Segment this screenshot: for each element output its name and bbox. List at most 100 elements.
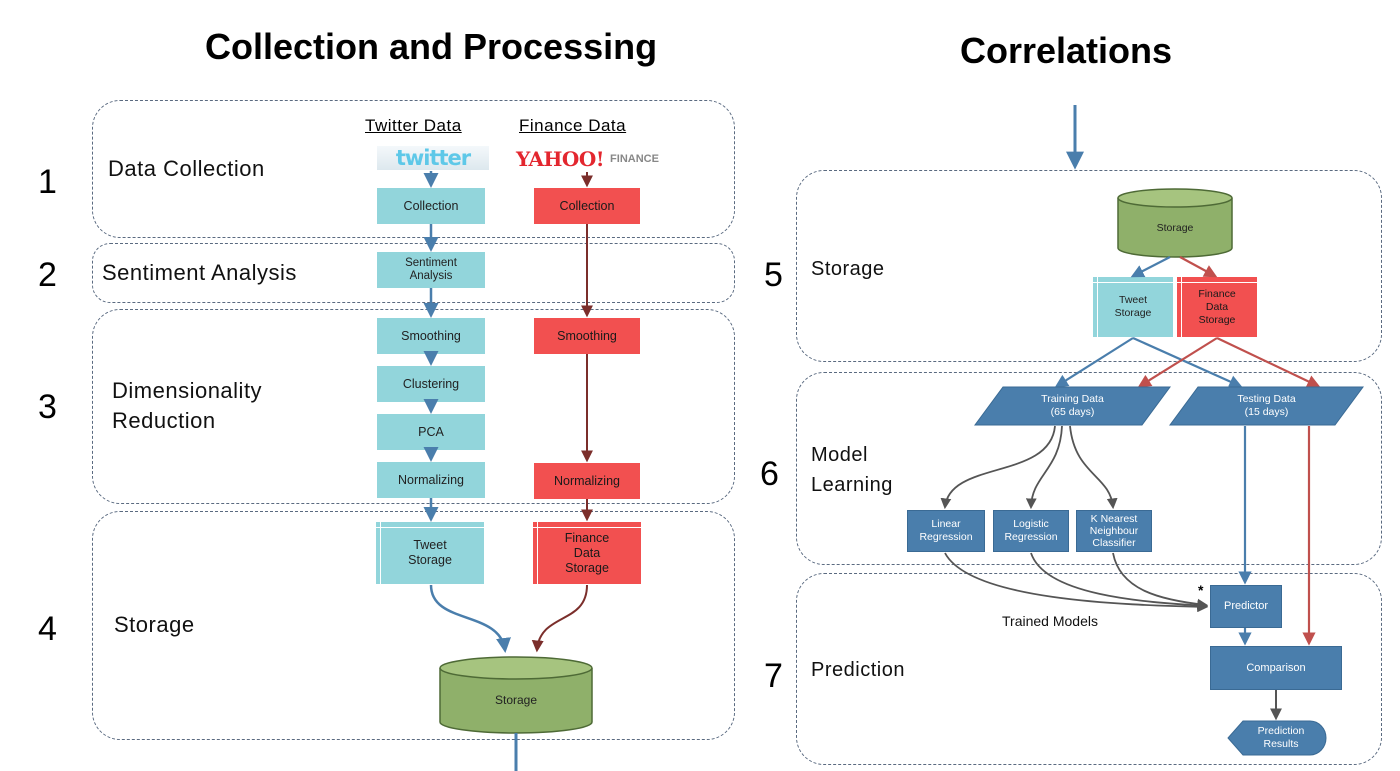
stage-number-4: 4 [38, 610, 57, 648]
left-storage-cylinder [439, 656, 593, 734]
box-line: Finance [564, 530, 610, 545]
arrow-training-to-linear [940, 425, 1056, 510]
twitter-logo-text: twitter [395, 146, 471, 170]
finance-normalizing-box: Normalizing [534, 463, 640, 499]
box-line: Logistic [1013, 518, 1049, 530]
right-db-label: Storage [1156, 221, 1194, 234]
right-storage-cylinder [1117, 188, 1233, 258]
stage-label-storage-right: Storage [811, 258, 885, 280]
box-line: (15 days) [1244, 406, 1289, 418]
storage-icon-line [533, 527, 641, 528]
training-data-label: Training Data (65 days) [990, 388, 1155, 424]
prediction-results-shape [1227, 720, 1327, 756]
box-line: Sentiment [405, 257, 457, 269]
left-db-label: Storage [494, 692, 538, 707]
predictor-box: Predictor [1210, 585, 1282, 628]
storage-icon-line [1093, 282, 1173, 283]
arrow-db-to-finance-storage [1179, 256, 1218, 278]
box-line: Storage [408, 553, 452, 567]
finance-logo-text: FINANCE [610, 153, 659, 165]
panel-dimensionality-reduction [92, 309, 735, 504]
sentiment-analysis-box: Sentiment Analysis [377, 252, 485, 288]
predictor-asterisk: * [1198, 582, 1204, 598]
box-line: Results [1263, 738, 1299, 750]
finance-storage-box-left: Finance Data Storage [533, 522, 641, 584]
finance-storage-box-right: Finance Data Storage [1177, 277, 1257, 337]
box-line: Tweet [413, 538, 447, 552]
arrow-training-to-knn [1069, 425, 1118, 510]
box-line: Finance [1198, 287, 1236, 300]
panel-storage-left [92, 511, 735, 740]
twitter-logo: twitter [377, 146, 489, 170]
stage-label-line: Dimensionality [112, 378, 263, 403]
box-line: Tweet [1118, 294, 1147, 306]
box-line: Prediction [1257, 725, 1305, 737]
arrow-tweet-to-testing [1132, 336, 1243, 388]
linear-regression-box: Linear Regression [907, 510, 985, 552]
trained-models-label: Trained Models [1002, 613, 1098, 629]
stage-number-3: 3 [38, 388, 57, 426]
finance-collection-box: Collection [534, 188, 640, 224]
storage-icon-line [1181, 277, 1182, 337]
stage-number-5: 5 [764, 256, 783, 294]
storage-icon-line [376, 527, 484, 528]
box-line: Regression [919, 531, 973, 543]
box-line: Storage [1114, 307, 1152, 319]
arrow-linear-to-predictor [944, 552, 1209, 613]
storage-icon-line [1177, 282, 1257, 283]
box-line: (65 days) [1050, 406, 1095, 418]
finance-smoothing-box: Smoothing [534, 318, 640, 354]
knn-classifier-box: K Nearest Neighbour Classifier [1076, 510, 1152, 552]
clustering-box: Clustering [377, 366, 485, 402]
box-line: Regression [1004, 531, 1058, 543]
panel-model-learning [796, 372, 1382, 565]
box-line: Storage [565, 560, 609, 575]
stage-label-prediction: Prediction [811, 659, 905, 681]
stage-label-line: Reduction [112, 408, 216, 433]
panel-prediction [796, 573, 1382, 765]
panel-sentiment-analysis [92, 243, 735, 303]
box-line: K Nearest [1090, 513, 1138, 525]
pca-box: PCA [377, 414, 485, 450]
twitter-smoothing-box: Smoothing [377, 318, 485, 354]
storage-icon-line [537, 522, 538, 584]
box-line: Testing Data [1237, 393, 1296, 405]
box-line: Analysis [409, 270, 453, 282]
panel-data-collection [92, 100, 735, 238]
arrow-tweet-storage-to-db [429, 584, 511, 653]
panel-storage-right [796, 170, 1382, 362]
column-head-twitter: Twitter Data [365, 116, 462, 135]
box-line: Neighbour [1089, 525, 1139, 537]
box-line: Data [1205, 300, 1229, 313]
arrow-finance-storage-to-db [531, 584, 588, 653]
twitter-collection-box: Collection [377, 188, 485, 224]
arrow-training-to-logistic [1025, 425, 1063, 510]
title-collection-processing: Collection and Processing [205, 26, 658, 67]
stage-label-sentiment-analysis: Sentiment Analysis [102, 260, 297, 285]
logistic-regression-box: Logistic Regression [993, 510, 1069, 552]
arrow-knn-to-predictor [1112, 552, 1209, 610]
box-line: Classifier [1092, 537, 1136, 549]
testing-data-shape [1169, 386, 1364, 426]
box-line: Linear [931, 518, 961, 530]
stage-label-dimensionality-reduction: Dimensionality Reduction [112, 376, 262, 436]
yahoo-finance-logo: YAHOO! FINANCE [516, 146, 702, 172]
comparison-box: Comparison [1210, 646, 1342, 690]
training-data-shape [974, 386, 1171, 426]
storage-icon-line [1097, 277, 1098, 337]
arrow-db-to-tweet-storage [1130, 256, 1171, 278]
arrow-finance-to-training [1137, 337, 1218, 388]
stage-label-line: Model [811, 444, 868, 466]
twitter-normalizing-box: Normalizing [377, 462, 485, 498]
title-correlations: Correlations [960, 30, 1173, 71]
box-line: Data [573, 545, 601, 560]
prediction-results-label: Prediction Results [1240, 722, 1322, 754]
arrow-tweet-to-training [1054, 337, 1134, 388]
stage-number-7: 7 [764, 657, 783, 695]
column-head-finance: Finance Data [519, 116, 627, 135]
box-line: Storage [1198, 313, 1236, 326]
stage-label-data-collection: Data Collection [108, 156, 265, 181]
stage-number-2: 2 [38, 256, 57, 294]
tweet-storage-box-left: Tweet Storage [376, 522, 484, 584]
